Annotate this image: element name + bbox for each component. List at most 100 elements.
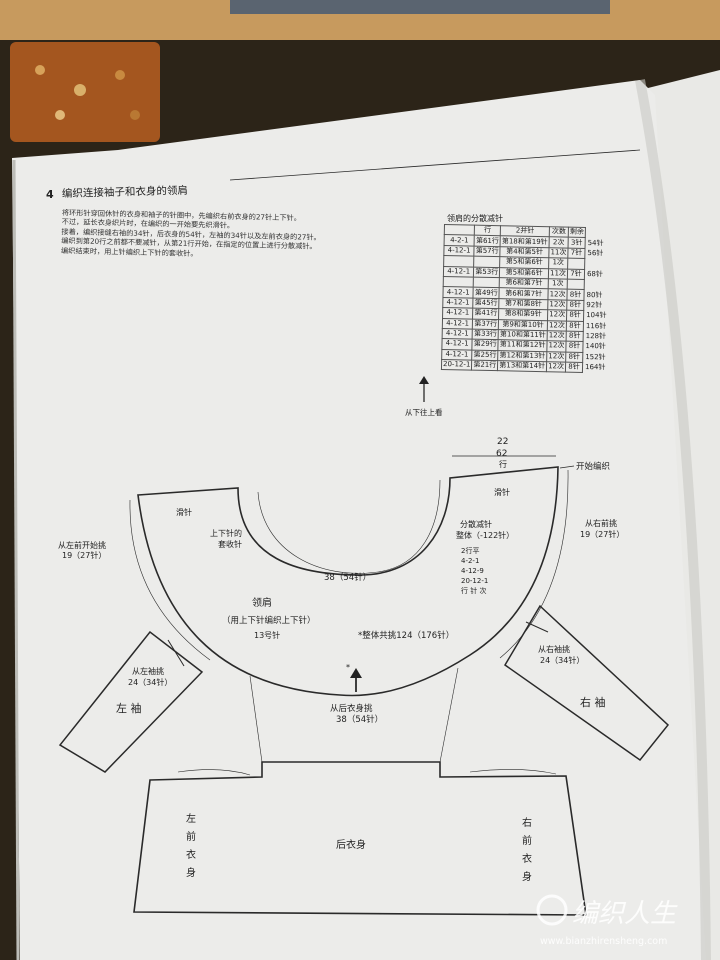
decrease-b: 整体（-122针）: [456, 530, 514, 540]
right-front-3: 身: [522, 870, 532, 883]
cell-side: 164针: [584, 363, 606, 372]
cell-rem: 8针: [566, 330, 584, 342]
cell-row: [473, 256, 501, 268]
cell-row: 第61行: [474, 235, 501, 247]
pick-right-sleeve-b: 24（34针）: [540, 655, 584, 665]
cell-row: 第45行: [473, 297, 500, 309]
decrease-rows-2: 4-12-9: [461, 567, 484, 575]
cell-rem: 8针: [566, 299, 584, 311]
cell-rule: 4-12-1: [441, 338, 473, 350]
cell-dec: 第5和第6针: [499, 256, 549, 269]
left-front-3: 身: [186, 866, 196, 879]
right-front-0: 右: [522, 816, 532, 829]
cell-count: 12次: [546, 351, 566, 363]
cell-count: 2次: [549, 237, 569, 248]
cell-rem: 7针: [567, 268, 585, 280]
cell-side: [585, 259, 610, 270]
total-pick-label: *整体共挑124（176针）: [358, 630, 454, 641]
cell-count: 12次: [547, 320, 567, 331]
book-page: [12, 80, 706, 960]
cell-row: 第21行: [471, 360, 498, 372]
cell-dec: 第18和第19针: [500, 236, 550, 248]
cell-rem: [567, 258, 585, 270]
top-width: 22: [497, 437, 508, 447]
neck-width: 38（54针）: [324, 572, 371, 583]
cell-rem: 8针: [566, 289, 585, 301]
gray-object: [230, 0, 610, 14]
cell-dec: 第6和第7针: [499, 277, 549, 290]
cell-rule: [443, 276, 474, 288]
cell-rem: 8针: [565, 351, 583, 363]
top-rows-unit: 行: [499, 459, 507, 469]
body-outline: [133, 761, 587, 916]
right-front-2: 衣: [522, 852, 532, 865]
back-body-label: 后衣身: [336, 838, 366, 851]
cell-count: 12次: [546, 361, 566, 373]
cell-row: 第41行: [472, 308, 499, 320]
cell-count: 1次: [548, 278, 568, 290]
cell-dec: 第11和第12针: [498, 339, 548, 352]
cell-rem: 3针: [568, 237, 586, 249]
cell-rule: 4-12-1: [443, 245, 475, 257]
slip-stitch-left: 滑针: [176, 507, 192, 517]
right-sleeve-label: 右 袖: [580, 695, 606, 709]
cell-side: 54针: [587, 238, 604, 247]
watermark-url: www.bianzhirensheng.com: [540, 936, 667, 947]
cell-dec: 第5和第6针: [499, 267, 549, 279]
cell-rem: 8针: [565, 341, 584, 353]
header-rule: [229, 149, 641, 181]
pick-right-front-a: 从右前挑: [585, 518, 617, 528]
cell-dec: 第9和第10针: [498, 319, 548, 331]
decrease-a: 分散减针: [460, 519, 492, 529]
cell-count: 12次: [546, 340, 567, 352]
left-sleeve-outline: [58, 630, 204, 773]
pick-right-sleeve-a: 从右袖挑: [538, 644, 570, 654]
yoke-sub-label: （用上下针编织上下针）: [222, 615, 316, 626]
pick-right-front-b: 19（27针）: [580, 529, 624, 539]
cell-side: [584, 279, 609, 290]
cell-row: 第33行: [472, 329, 499, 340]
cell-dec: 第6和第7针: [499, 288, 549, 300]
cell-side: 68针: [586, 269, 603, 279]
pick-left-front-b: 19（27针）: [62, 550, 106, 560]
pick-back-b: 38（54针）: [336, 714, 383, 725]
cell-dec: 第12和第13针: [497, 350, 547, 362]
cell-count: 12次: [547, 330, 567, 342]
pick-left-front-a: 从左前开始挑: [58, 540, 106, 550]
svg-text:*: *: [346, 663, 350, 672]
cell-row: 第49行: [473, 287, 500, 299]
decrease-rows-3: 20-12-1: [461, 577, 488, 585]
cell-count: 11次: [548, 247, 569, 259]
cell-count: 1次: [548, 257, 568, 269]
start-knit-label: 开始编织: [576, 461, 610, 472]
table-title: 领肩的分散减针: [447, 214, 503, 223]
cell-side: 140针: [585, 342, 606, 351]
right-front-1: 前: [522, 834, 532, 847]
cell-count: 11次: [548, 268, 568, 280]
bind-off-b: 套收针: [218, 539, 242, 549]
decrease-rows-0: 2行平: [461, 546, 479, 555]
yoke-outline: [137, 466, 559, 697]
section-title: 编织连接袖子和衣身的领肩: [62, 184, 188, 200]
cell-count: 12次: [547, 299, 567, 311]
cell-rule: 4-12-1: [443, 266, 474, 278]
cell-row: 第37行: [472, 318, 499, 330]
top-rows-num: 62: [496, 449, 507, 459]
cell-rem: 8针: [566, 310, 584, 321]
left-sleeve-label: 左 袖: [116, 701, 142, 715]
cell-rule: 4-12-1: [442, 307, 474, 319]
section-number: 4: [46, 188, 54, 201]
cell-side: 56针: [587, 248, 604, 258]
decrease-rows-4: 行 针 次: [461, 586, 486, 595]
decrease-rows-1: 4-2-1: [461, 557, 479, 565]
header-count: 次数: [549, 226, 569, 238]
cell-rule: 4-12-1: [442, 297, 474, 309]
cell-dec: 第13和第14针: [497, 360, 547, 373]
header-rem: 剩余: [568, 227, 586, 238]
left-front-0: 左: [186, 812, 196, 825]
cell-rule: 4-12-1: [442, 286, 474, 298]
cell-side: 104针: [586, 311, 607, 320]
